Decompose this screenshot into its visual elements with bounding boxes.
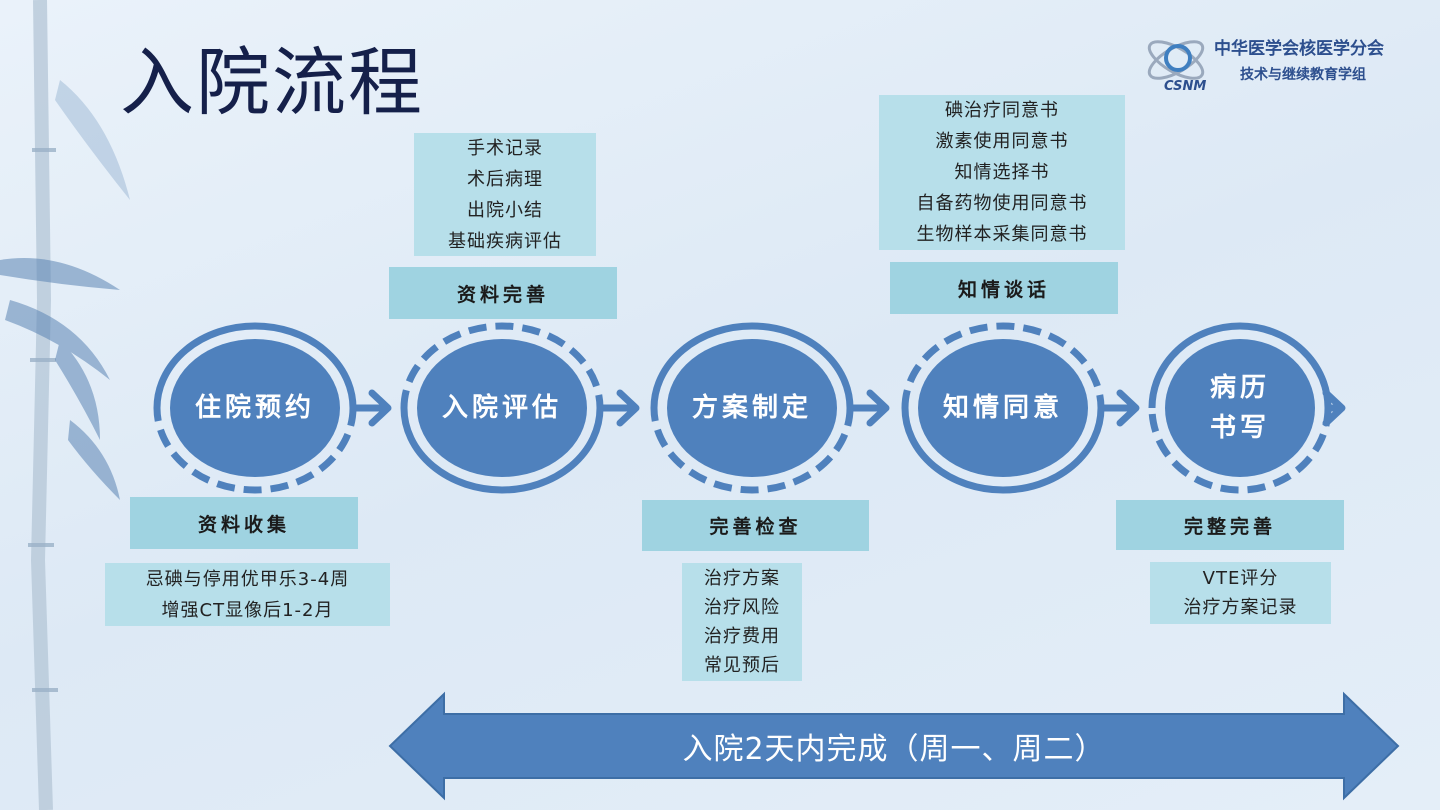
info-item: 知情选择书	[954, 162, 1050, 183]
info-item: 治疗方案	[704, 568, 780, 589]
info-item: 忌碘与停用优甲乐3-4周	[145, 568, 350, 590]
bamboo-decoration	[0, 0, 130, 810]
node-1-circle	[170, 339, 340, 477]
info-item: 激素使用同意书	[935, 131, 1069, 152]
info-box-5: VTE评分 治疗方案记录	[1150, 562, 1331, 624]
page-title: 入院流程	[120, 40, 424, 126]
node-2-circle	[417, 339, 587, 477]
node-ring-top	[901, 322, 1105, 409]
node-5-circle	[1165, 339, 1315, 477]
node-4-label: 知情同意	[942, 392, 1063, 423]
node-ring-top	[650, 322, 854, 409]
atom-logo-icon: CSNM	[1147, 40, 1206, 94]
logo-line2: 技术与继续教育学组	[1240, 67, 1366, 83]
label-box-2: 资料完善	[389, 267, 617, 319]
arrow-3	[848, 389, 890, 427]
info-item: 治疗方案记录	[1183, 597, 1298, 618]
info-item: 自备药物使用同意书	[916, 193, 1088, 214]
flow-graphics	[153, 322, 1346, 494]
svg-text:CSNM: CSNM	[1164, 79, 1206, 94]
label-box-1: 资料收集	[130, 497, 358, 549]
info-item: 手术记录	[467, 137, 543, 159]
logo-line1: 中华医学会核医学分会	[1214, 39, 1384, 59]
timeline-arrow: 入院2天内完成（周一、周二）	[388, 690, 1400, 802]
node-ring-bottom	[400, 407, 604, 494]
node-3-circle	[667, 339, 837, 477]
node-2-label: 入院评估	[441, 392, 562, 423]
info-box-2: 手术记录 术后病理 出院小结 基础疾病评估	[414, 133, 596, 256]
node-ring-top	[400, 322, 604, 409]
info-item: 常见预后	[704, 655, 780, 676]
node-5-label: 病历书写	[1209, 372, 1270, 443]
timeline-text: 入院2天内完成（周一、周二）	[682, 732, 1106, 767]
node-4-circle	[918, 339, 1088, 477]
info-item: 增强CT显像后1-2月	[161, 599, 334, 621]
arrow-2	[599, 389, 640, 427]
node-ring-bottom	[650, 407, 854, 494]
node-3-label: 方案制定	[691, 392, 812, 423]
info-box-3: 治疗方案 治疗风险 治疗费用 常见预后	[682, 563, 802, 681]
arrow-4	[1098, 389, 1140, 427]
node-1-label: 住院预约	[194, 392, 315, 423]
info-item: 治疗风险	[704, 597, 780, 618]
arrow-5	[1322, 389, 1346, 427]
node-ring-bottom	[153, 407, 357, 494]
info-item: 出院小结	[467, 199, 543, 221]
node-ring-bottom	[1148, 407, 1332, 494]
node-ring-bottom	[901, 407, 1105, 494]
info-item: 生物样本采集同意书	[916, 224, 1088, 245]
info-item: 治疗费用	[704, 626, 780, 647]
node-ring-top	[1148, 322, 1332, 409]
info-item: 基础疾病评估	[448, 230, 562, 252]
arrow-1	[351, 389, 392, 427]
info-item: 术后病理	[467, 168, 543, 190]
info-box-4: 碘治疗同意书 激素使用同意书 知情选择书 自备药物使用同意书 生物样本采集同意书	[879, 95, 1125, 250]
logo: CSNM 中华医学会核医学分会 技术与继续教育学组	[1140, 28, 1430, 98]
node-ring-top	[153, 322, 357, 409]
info-item: VTE评分	[1202, 568, 1279, 589]
label-box-3: 完善检查	[642, 500, 869, 551]
label-box-5: 完整完善	[1116, 500, 1344, 550]
info-item: 碘治疗同意书	[945, 100, 1059, 121]
info-box-1: 忌碘与停用优甲乐3-4周 增强CT显像后1-2月	[105, 563, 390, 626]
label-box-4: 知情谈话	[890, 262, 1118, 314]
